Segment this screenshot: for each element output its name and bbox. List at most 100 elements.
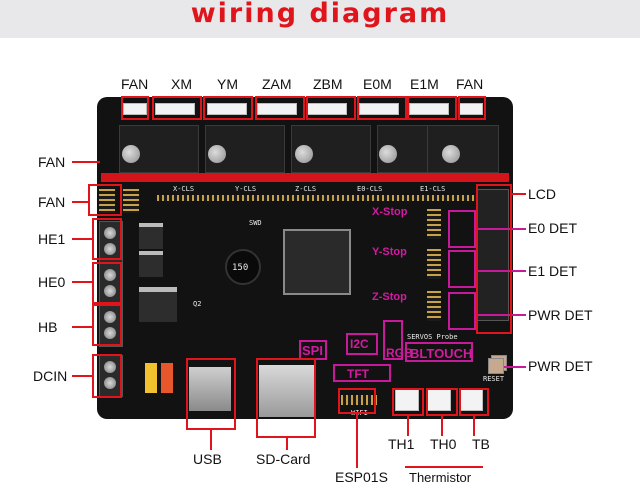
cls-header	[157, 195, 477, 201]
fan-header-left-2	[123, 189, 139, 213]
e0-det-box	[448, 210, 476, 248]
fuse-yellow	[145, 363, 157, 393]
label-he1: HE1	[38, 231, 66, 247]
pwr-det-box	[448, 292, 476, 330]
esp01s-header	[341, 395, 377, 405]
e1-cls-label: E1-CLS	[420, 185, 446, 193]
x-stop-header	[427, 209, 441, 239]
z-cls-label: Z-CLS	[295, 185, 317, 193]
label-lcd: LCD	[528, 186, 557, 202]
label-th1: TH1	[388, 436, 415, 452]
reset-label: RESET	[483, 375, 505, 383]
e0m-connector	[359, 103, 399, 115]
i2c-box	[346, 333, 378, 355]
label-e0m: E0M	[363, 76, 392, 92]
label-esp01s: ESP01S	[335, 469, 388, 485]
th0-box	[426, 388, 458, 416]
sd-card-slot	[259, 365, 315, 417]
label-fan-left-1: FAN	[38, 154, 66, 170]
mcu-chip	[283, 229, 351, 295]
ym-connector	[207, 103, 247, 115]
pwr-det-line	[476, 314, 526, 316]
fan-left-box	[88, 184, 122, 216]
dcin-box	[92, 354, 122, 398]
label-usb: USB	[193, 451, 222, 467]
usb-port	[189, 367, 231, 411]
capacitor	[208, 145, 226, 163]
capacitor	[122, 145, 140, 163]
sd-line	[286, 438, 288, 450]
screw	[104, 311, 116, 323]
hb-line	[72, 326, 92, 328]
he1-box	[92, 218, 122, 260]
label-hb: HB	[38, 319, 58, 335]
mosfet	[139, 223, 163, 249]
sd-card-box	[256, 358, 316, 438]
screw	[104, 327, 116, 339]
e0-det-line	[476, 228, 526, 230]
x-cls-label: X-CLS	[173, 185, 195, 193]
fan-connector-top-left	[123, 103, 147, 115]
e1m-box	[407, 96, 457, 120]
pwr-det-2-line	[500, 366, 526, 368]
servos-probe-label: SERVOS Probe	[407, 333, 458, 341]
th1-line	[407, 416, 409, 436]
mosfet-bed	[139, 287, 177, 322]
label-fan-top-right: FAN	[456, 76, 484, 92]
label-fan-left-2: FAN	[38, 194, 66, 210]
he1-line	[72, 238, 92, 240]
th1-box	[392, 388, 424, 416]
fan-top-left-box	[121, 96, 149, 120]
capacitor	[295, 145, 313, 163]
q2-label: Q2	[193, 300, 202, 308]
label-fan-top-left: FAN	[121, 76, 149, 92]
th0-line	[441, 416, 443, 436]
label-e1-det: E1 DET	[528, 263, 578, 279]
label-ym: YM	[217, 76, 238, 92]
label-he0: HE0	[38, 274, 66, 290]
label-tb: TB	[472, 436, 490, 452]
label-pwr-det-2: PWR DET	[528, 358, 593, 374]
he0-box	[92, 262, 122, 304]
screw	[104, 269, 116, 281]
esp01s-box	[338, 388, 376, 414]
screw	[104, 227, 116, 239]
pwr-det-button	[488, 358, 504, 374]
dcin-line	[72, 375, 92, 377]
fan-top-right-box	[458, 96, 486, 120]
driver-slot-e1	[427, 125, 499, 173]
label-sd-card: SD-Card	[256, 451, 311, 467]
fuse-orange	[161, 363, 173, 393]
label-dcin: DCIN	[33, 368, 68, 384]
zbm-box	[306, 96, 356, 120]
usb-line	[210, 430, 212, 450]
swd-label: SWD	[249, 219, 262, 227]
esp-line	[356, 414, 358, 468]
xm-connector	[155, 103, 195, 115]
screw	[104, 243, 116, 255]
inductor	[225, 249, 261, 285]
y-cls-label: Y-CLS	[235, 185, 257, 193]
y-stop-header	[427, 249, 441, 279]
e0-cls-label: E0-CLS	[357, 185, 383, 193]
zam-box	[255, 96, 305, 120]
z-stop-header	[427, 291, 441, 321]
y-stop-label: Y-Stop	[372, 246, 407, 258]
screw	[104, 285, 116, 297]
fan-header-left	[99, 189, 115, 213]
xm-box	[152, 96, 202, 120]
label-e0-det: E0 DET	[528, 220, 578, 236]
fan-left-line-1	[72, 161, 100, 163]
usb-box	[186, 358, 236, 430]
spi-box	[299, 340, 327, 360]
label-pwr-det-1: PWR DET	[528, 307, 593, 323]
thermistor-bracket	[405, 466, 483, 468]
label-thermistor: Thermistor	[409, 470, 472, 485]
e1-det-box	[448, 250, 476, 288]
screw	[104, 361, 116, 373]
he0-line	[72, 281, 92, 283]
tb-box	[459, 388, 489, 416]
rgb-box	[383, 320, 403, 360]
controller-board: X-CLS Y-CLS Z-CLS E0-CLS E1-CLS Q2 150 S…	[97, 97, 513, 419]
e0m-box	[357, 96, 407, 120]
